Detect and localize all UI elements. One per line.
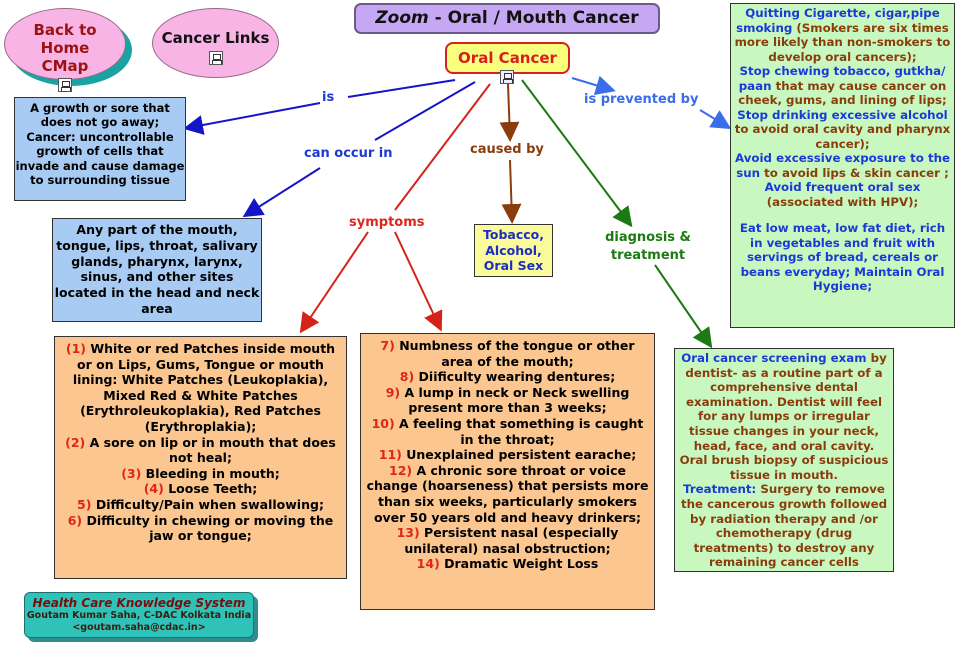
symptom-number: 8) xyxy=(399,369,415,385)
symptom-number: 9) xyxy=(385,384,401,400)
symptom-item: 5) Difficulty/Pain when swallowing; xyxy=(59,497,342,513)
prevention-detail: (Smokers are six times more likely than … xyxy=(734,20,951,64)
symptom-text: White or red Patches inside mouth or on … xyxy=(72,341,336,434)
diagnosis-text: by dentist- as a routine part of a compr… xyxy=(679,351,889,482)
symptom-text: Persistent nasal (especially unilateral)… xyxy=(404,525,619,556)
symptom-text: Difficulty/Pain when swallowing; xyxy=(95,496,324,512)
cause-box: Tobacco, Alcohol, Oral Sex xyxy=(474,224,553,277)
treatment-label: Treatment: xyxy=(683,482,757,497)
symptom-number: 7) xyxy=(380,338,395,353)
symptom-text: Loose Teeth; xyxy=(168,481,258,497)
definition-text: A growth or sore that does not go away; … xyxy=(15,101,185,188)
symptoms-box-left: (1) White or red Patches inside mouth or… xyxy=(54,336,347,579)
symptom-number: (1) xyxy=(65,341,87,356)
cancer-links-label: Cancer Links xyxy=(161,29,270,47)
symptoms-box-right: 7) Numbness of the tongue or other area … xyxy=(360,333,655,610)
back-home-button[interactable]: Back to Home CMap xyxy=(4,8,132,92)
symptom-text: A chronic sore throat or voice change (h… xyxy=(366,462,649,525)
prevention-item: Quitting Cigarette, cigar,pipe smoking (… xyxy=(734,6,951,64)
symptom-item: 14) Dramatic Weight Loss xyxy=(365,556,650,572)
prevention-lead: Stop chewing tobacco, gutkha/ paan xyxy=(738,64,946,93)
symptom-item: (1) White or red Patches inside mouth or… xyxy=(59,341,342,435)
link-diagnosis-treatment: diagnosis & treatment xyxy=(605,230,691,263)
footer-title: Health Care Knowledge System xyxy=(32,596,246,610)
symptom-item: 7) Numbness of the tongue or other area … xyxy=(365,338,650,369)
prevention-lead: Eat low meat, low fat diet, rich in vege… xyxy=(739,221,946,293)
prevention-detail: to avoid lips & skin cancer ; xyxy=(760,165,949,180)
symptom-number: 6) xyxy=(67,512,83,528)
footer-author: Goutam Kumar Saha, C-DAC Kolkata India xyxy=(26,610,252,621)
symptom-item: (4) Loose Teeth; xyxy=(59,481,342,497)
concept-map-icon[interactable] xyxy=(58,78,72,92)
symptom-number: (2) xyxy=(65,434,86,450)
footer-email[interactable]: <goutam.saha@cdac.in> xyxy=(72,622,206,633)
prevention-box: Quitting Cigarette, cigar,pipe smoking (… xyxy=(730,3,955,328)
symptom-item: (2) A sore on lip or in mouth that does … xyxy=(59,435,342,466)
prevention-item: Stop drinking excessive alcohol to avoid… xyxy=(734,108,951,152)
location-text: Any part of the mouth, tongue, lips, thr… xyxy=(54,222,260,316)
symptom-text: A feeling that something is caught in th… xyxy=(399,415,644,447)
symptom-number: (4) xyxy=(143,481,164,497)
title-zoom: Zoom xyxy=(375,8,429,28)
diagnosis-box: Oral cancer screening exam by dentist- a… xyxy=(674,348,894,572)
symptom-text: A sore on lip or in mouth that does not … xyxy=(89,434,336,466)
symptom-number: 10) xyxy=(371,415,395,431)
symptom-number: 13) xyxy=(396,525,420,541)
symptom-text: Unexplained persistent earache; xyxy=(406,447,637,463)
symptom-text: Diificulty wearing dentures; xyxy=(418,369,616,385)
symptom-number: (3) xyxy=(121,465,142,481)
symptom-item: 9) A lump in neck or Neck swelling prese… xyxy=(365,385,650,416)
symptom-text: Numbness of the tongue or other area of … xyxy=(399,338,635,369)
symptom-text: A lump in neck or Neck swelling present … xyxy=(404,384,630,416)
location-box: Any part of the mouth, tongue, lips, thr… xyxy=(52,218,262,322)
prevention-detail: (associated with HPV); xyxy=(766,194,919,209)
link-can-occur-in: can occur in xyxy=(304,146,393,161)
link-caused-by: caused by xyxy=(470,142,544,157)
cancer-links-button[interactable]: Cancer Links xyxy=(152,8,282,80)
symptom-number: 11) xyxy=(378,447,402,463)
prevention-lead: Avoid excessive exposure to the sun xyxy=(735,151,950,180)
prevention-lead: Avoid frequent oral sex xyxy=(764,180,921,194)
symptom-item: 10) A feeling that something is caught i… xyxy=(365,416,650,447)
symptom-number: 12) xyxy=(389,462,413,478)
concept-map-icon[interactable] xyxy=(208,51,223,65)
link-is: is xyxy=(322,90,335,105)
image-icon[interactable] xyxy=(500,70,514,84)
symptom-item: 8) Diificulty wearing dentures; xyxy=(365,369,650,385)
prevention-lead: Stop drinking excessive alcohol xyxy=(737,107,948,122)
symptom-item: (3) Bleeding in mouth; xyxy=(59,466,342,482)
oral-cancer-node: Oral Cancer xyxy=(445,42,570,74)
prevention-item: Avoid frequent oral sex (associated with… xyxy=(734,180,951,209)
prevention-detail: that may cause cancer on cheek, gums, an… xyxy=(738,78,947,108)
prevention-item: Eat low meat, low fat diet, rich in vege… xyxy=(734,221,951,294)
prevention-lead: Quitting Cigarette, cigar,pipe smoking xyxy=(736,6,940,35)
link-symptoms: symptoms xyxy=(349,215,425,230)
symptom-item: 6) Difficulty in chewing or moving the j… xyxy=(59,513,342,544)
symptom-number: 5) xyxy=(77,496,92,512)
symptom-item: 13) Persistent nasal (especially unilate… xyxy=(365,525,650,556)
back-home-label: Back to Home CMap xyxy=(33,21,97,75)
symptom-text: Bleeding in mouth; xyxy=(145,465,280,481)
symptom-item: 12) A chronic sore throat or voice chang… xyxy=(365,463,650,525)
treatment-text: Surgery to remove the cancerous growth f… xyxy=(680,482,888,570)
title-text: - Oral / Mouth Cancer xyxy=(428,8,639,28)
link-is-prevented-by: is prevented by xyxy=(584,92,699,107)
prevention-detail: to avoid oral cavity and pharynx cancer)… xyxy=(734,122,951,151)
cause-text: Tobacco, Alcohol, Oral Sex xyxy=(483,227,544,274)
definition-box: A growth or sore that does not go away; … xyxy=(14,97,186,201)
symptom-text: Dramatic Weight Loss xyxy=(444,556,599,572)
oral-cancer-label: Oral Cancer xyxy=(458,49,557,67)
prevention-item: Stop chewing tobacco, gutkha/ paan that … xyxy=(734,64,951,108)
footer-credits: Health Care Knowledge System Goutam Kuma… xyxy=(24,592,258,642)
symptom-number: 14) xyxy=(416,556,440,572)
prevention-item: Avoid excessive exposure to the sun to a… xyxy=(734,151,951,180)
page-title: Zoom - Oral / Mouth Cancer xyxy=(354,3,660,34)
symptom-text: Difficulty in chewing or moving the jaw … xyxy=(86,512,334,544)
symptom-item: 11) Unexplained persistent earache; xyxy=(365,447,650,463)
diagnosis-lead: Oral cancer screening exam xyxy=(681,351,867,365)
